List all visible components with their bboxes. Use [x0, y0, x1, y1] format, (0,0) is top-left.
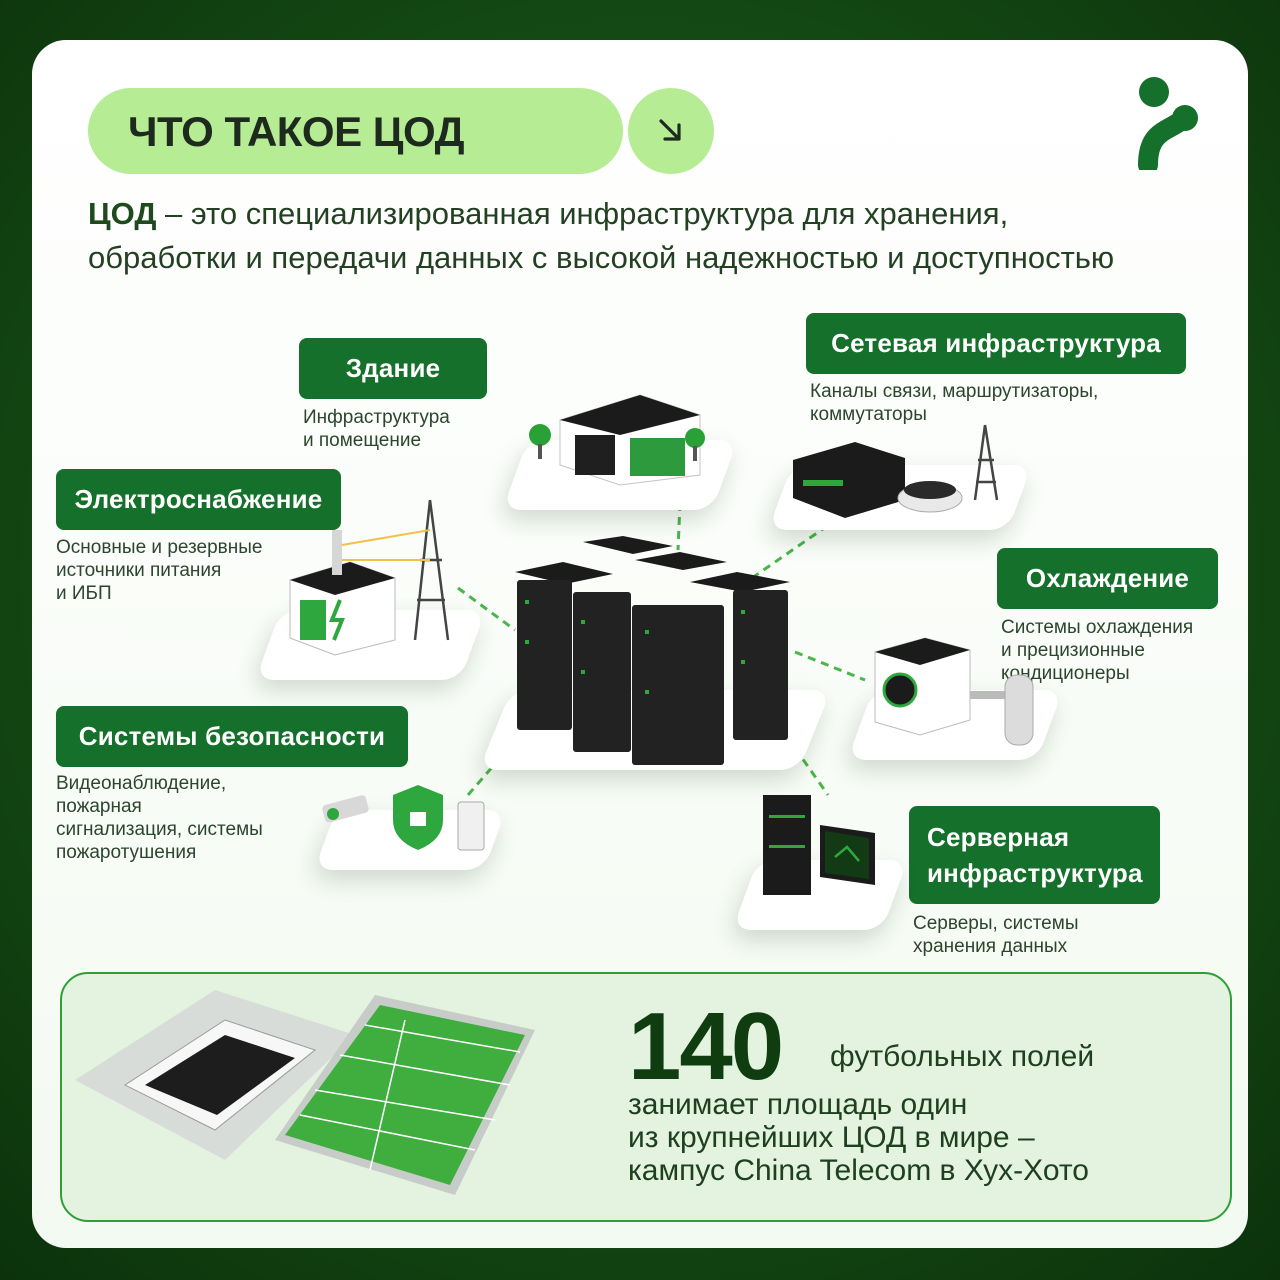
title-pill	[88, 88, 623, 174]
desc-power: Основные и резервные источники питания и…	[56, 537, 263, 604]
desc-building: Инфраструктура и помещение	[303, 407, 450, 451]
desc-security: Видеонаблюдение, пожарная сигнализация, …	[56, 773, 263, 863]
fact-text: занимает площадь один из крупнейших ЦОД …	[628, 1088, 1089, 1187]
intro-term: ЦОД	[88, 196, 157, 231]
building-icon	[529, 394, 705, 486]
tag-servers: Серверная инфраструктура	[909, 806, 1160, 904]
tag-network: Сетевая инфраструктура	[806, 313, 1186, 374]
desc-cooling: Системы охлаждения и прецизионные кондиц…	[1001, 617, 1194, 684]
fact-number: 140	[628, 993, 784, 1100]
network-equipment-icon	[793, 424, 999, 518]
server-racks-icon	[515, 536, 790, 765]
intro-definition: – это специализированная инфраструктура …	[88, 196, 1115, 275]
arrow-down-right-icon	[659, 119, 681, 141]
desc-servers: Серверы, системы хранения данных	[913, 913, 1079, 957]
brand-logo-icon	[1138, 77, 1198, 170]
security-icons	[322, 785, 485, 851]
tag-building: Здание	[299, 338, 487, 399]
power-station-icon	[289, 499, 450, 656]
fact-unit: футбольных полей	[830, 1040, 1095, 1073]
campus-illustration	[75, 990, 535, 1195]
workstation-icon	[763, 795, 875, 895]
desc-network: Каналы связи, маршрутизаторы, коммутатор…	[810, 381, 1099, 425]
arrow-button	[628, 88, 714, 174]
tag-power: Электроснабжение	[56, 469, 341, 530]
tag-security: Системы безопасности	[56, 706, 408, 767]
tag-cooling: Охлаждение	[997, 548, 1218, 609]
cooling-unit-icon	[874, 637, 1034, 746]
intro-text: ЦОД – это специализированная инфраструкт…	[88, 192, 1148, 280]
page-title: ЧТО ТАКОЕ ЦОД	[128, 108, 465, 155]
